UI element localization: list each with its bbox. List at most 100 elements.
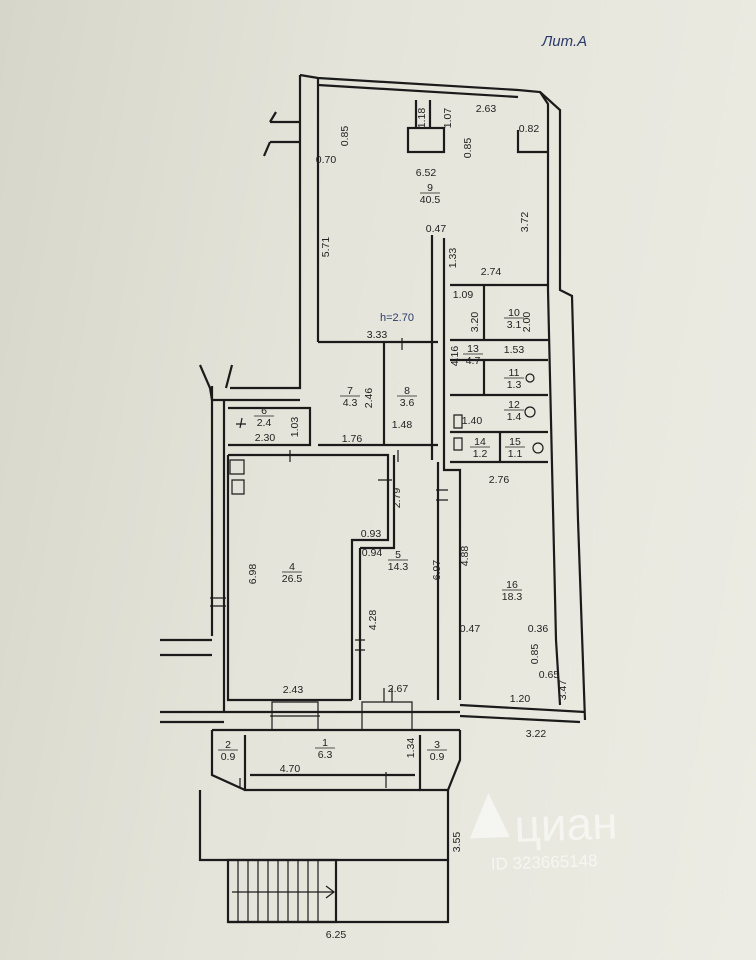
dimension-label: 1.53 xyxy=(504,344,525,356)
dimension-label: 0.47 xyxy=(460,623,481,635)
room-number: 8 xyxy=(404,385,410,397)
room-12: 121.4 xyxy=(504,399,524,423)
dimension-label: 2.00 xyxy=(521,312,533,333)
dimension-label: 0.82 xyxy=(519,123,540,135)
dimension-label: 2.30 xyxy=(255,432,276,444)
dimension-label: 5.71 xyxy=(320,237,332,258)
room-7: 74.3 xyxy=(340,385,360,409)
room-area: 26.5 xyxy=(282,573,303,585)
room-area: 4.7 xyxy=(466,355,481,367)
dimension-label: 0.94 xyxy=(362,547,383,559)
room-area: 18.3 xyxy=(502,591,523,603)
dimension-label: 0.85 xyxy=(529,644,541,665)
room-number: 10 xyxy=(508,307,520,319)
cian-watermark: циан ID 323665148 xyxy=(469,792,619,874)
dimension-label: 6.98 xyxy=(247,564,259,585)
cian-logo-icon xyxy=(469,792,510,839)
room-number: 13 xyxy=(467,343,479,355)
dimension-label: 2.79 xyxy=(391,488,403,509)
dimension-label: 1.76 xyxy=(342,433,363,445)
dimension-label: 0.93 xyxy=(361,528,382,540)
dimension-label: 0.65 xyxy=(539,669,560,681)
room-labels: 16.320.930.9426.5514.362.474.383.6940.51… xyxy=(218,182,525,763)
room-number: 12 xyxy=(508,399,520,411)
ceiling-height-label: h=2.70 xyxy=(380,312,414,324)
room-number: 2 xyxy=(225,739,231,751)
room-area: 40.5 xyxy=(420,194,441,206)
room-number: 16 xyxy=(506,579,518,591)
dimension-label: 0.47 xyxy=(426,223,447,235)
dimension-label: 1.40 xyxy=(462,415,483,427)
watermark-brand: циан xyxy=(514,796,619,852)
room-6: 62.4 xyxy=(254,405,274,429)
dimension-label: 6.97 xyxy=(431,560,443,581)
dimension-label: 4.70 xyxy=(280,763,301,775)
dimension-label: 1.03 xyxy=(289,417,301,438)
room-number: 15 xyxy=(509,436,521,448)
room-8: 83.6 xyxy=(397,385,417,409)
dimension-label: 0.85 xyxy=(339,126,351,147)
room-15: 151.1 xyxy=(505,436,525,460)
room-2: 20.9 xyxy=(218,739,238,763)
door-marks xyxy=(210,338,544,788)
dimension-label: 4.28 xyxy=(367,610,379,631)
dimension-label: 3.55 xyxy=(451,832,463,853)
dimension-label: 4.16 xyxy=(449,346,461,367)
dimension-label: 2.43 xyxy=(283,684,304,696)
watermark-id: ID 323665148 xyxy=(490,851,597,874)
room-area: 1.1 xyxy=(508,448,523,460)
dimension-label: 1.07 xyxy=(442,108,454,129)
dimension-label: 3.47 xyxy=(557,680,569,701)
dimension-label: 0.36 xyxy=(528,623,549,635)
stairs xyxy=(232,860,335,922)
room-14: 141.2 xyxy=(470,436,490,460)
dimension-label: 3.20 xyxy=(469,312,481,333)
room-number: 7 xyxy=(347,385,353,397)
room-number: 1 xyxy=(322,737,328,749)
dimension-label: 6.52 xyxy=(416,167,437,179)
dimension-label: 1.09 xyxy=(453,289,474,301)
room-area: 3.6 xyxy=(400,397,415,409)
room-area: 1.2 xyxy=(473,448,488,460)
dimension-label: 0.70 xyxy=(316,154,337,166)
dimension-label: 1.20 xyxy=(510,693,531,705)
dimension-label: 6.25 xyxy=(326,929,347,941)
dimension-label: 2.74 xyxy=(481,266,502,278)
room-9: 940.5 xyxy=(420,182,441,206)
walls xyxy=(160,73,587,924)
room-number: 11 xyxy=(509,367,520,379)
dimension-label: 4.88 xyxy=(459,546,471,567)
room-number: 6 xyxy=(261,405,267,417)
room-area: 1.3 xyxy=(507,379,522,391)
room-area: 0.9 xyxy=(221,751,236,763)
dimension-label: 0.85 xyxy=(462,138,474,159)
room-11: 111.3 xyxy=(504,367,524,391)
room-area: 2.4 xyxy=(257,417,272,429)
room-area: 3.1 xyxy=(507,319,522,331)
room-area: 14.3 xyxy=(388,561,409,573)
dimension-label: 2.76 xyxy=(489,474,510,486)
dimension-label: 3.72 xyxy=(519,212,531,233)
dimension-label: 3.33 xyxy=(367,329,388,341)
room-number: 5 xyxy=(395,549,401,561)
dimension-label: 1.18 xyxy=(416,108,428,129)
room-1: 16.3 xyxy=(315,737,335,761)
dimension-label: 2.63 xyxy=(476,103,497,115)
dimension-label: 2.67 xyxy=(388,683,409,695)
liter-label: Лит.А xyxy=(541,33,587,50)
dimension-label: 1.34 xyxy=(405,738,417,759)
room-10: 103.1 xyxy=(504,307,524,331)
room-5: 514.3 xyxy=(388,549,409,573)
dimension-label: 1.33 xyxy=(447,248,459,269)
room-area: 4.3 xyxy=(343,397,358,409)
room-area: 6.3 xyxy=(318,749,333,761)
room-area: 0.9 xyxy=(430,751,445,763)
room-number: 4 xyxy=(289,561,295,573)
room-number: 9 xyxy=(427,182,433,194)
room-number: 14 xyxy=(474,436,486,448)
room-13: 134.7 xyxy=(463,343,483,367)
